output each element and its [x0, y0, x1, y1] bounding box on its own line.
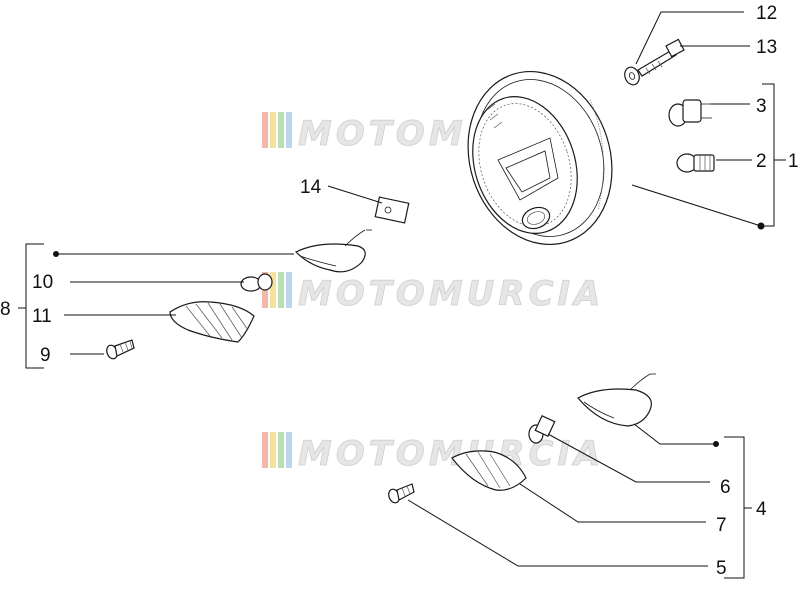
leader-dot	[713, 441, 719, 447]
bulb-part-10	[240, 273, 273, 292]
watermark-stripes	[262, 432, 292, 468]
callout-5: 5	[716, 558, 727, 579]
callout-10: 10	[32, 272, 53, 293]
bulb-part-6	[528, 414, 556, 444]
headlight-assembly	[467, 70, 613, 246]
callout-7: 7	[716, 515, 727, 536]
leader-dot	[53, 251, 59, 257]
lens-part-11	[169, 301, 255, 343]
watermark-middle: MOTOMURCIA	[262, 272, 604, 314]
callout-12: 12	[756, 3, 777, 24]
turn-signal-housing-right	[577, 373, 656, 427]
leader-lines	[18, 11, 786, 579]
watermark-stripes	[262, 112, 292, 148]
washer-part-12	[624, 66, 640, 86]
bulb-part-2	[676, 153, 715, 173]
callout-1: 1	[788, 151, 799, 172]
callout-14: 14	[300, 177, 322, 198]
callout-13: 13	[756, 37, 777, 58]
watermark-bottom: MOTOMURCIA	[262, 432, 604, 474]
callout-11: 11	[32, 306, 52, 327]
watermark-text: MOTOMURCIA	[298, 434, 604, 474]
clip-nut-part-14	[374, 196, 410, 224]
callout-6: 6	[720, 477, 731, 498]
callout-3: 3	[756, 96, 767, 117]
leader-dot	[757, 222, 765, 230]
callout-labels: 12 13 3 2 1 14 10 8 11 9 6 4 7 5	[0, 3, 799, 579]
callout-9: 9	[40, 345, 51, 366]
screw-part-5	[388, 483, 415, 504]
lens-part-7	[451, 450, 527, 491]
turn-signal-housing-left	[294, 229, 372, 273]
watermark-text: MOTOMURCIA	[298, 274, 604, 314]
callout-2: 2	[756, 151, 767, 172]
callout-8: 8	[0, 299, 11, 320]
bolt-part-13	[637, 38, 685, 77]
bulb-part-3	[668, 99, 712, 127]
screw-part-9	[106, 339, 135, 360]
callout-4: 4	[756, 499, 767, 520]
